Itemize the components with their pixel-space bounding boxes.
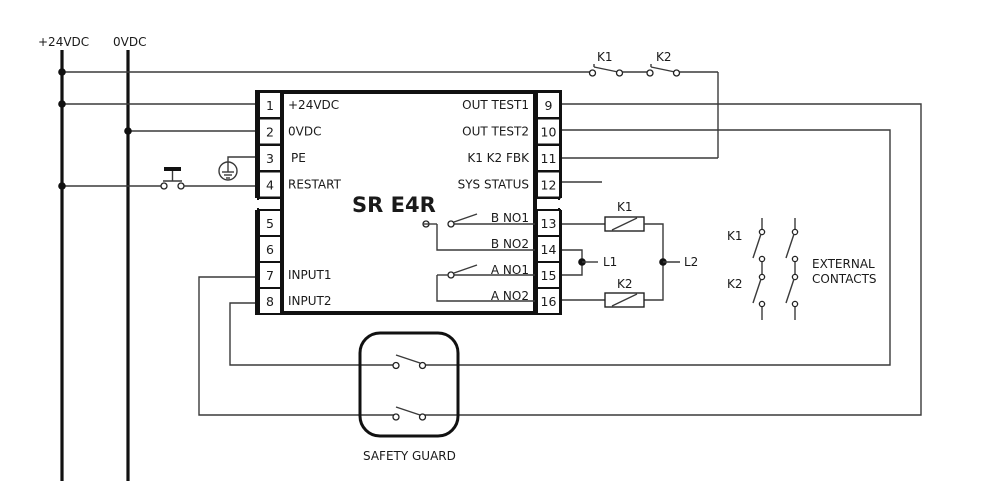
terminal-label: B NO2 xyxy=(491,237,529,251)
terminal-8 xyxy=(258,287,282,315)
terminal-16 xyxy=(536,287,561,315)
terminal-number: 13 xyxy=(541,216,557,231)
wire-out-test2 xyxy=(422,129,891,366)
terminal-number: 9 xyxy=(545,98,553,113)
terminal-number: 12 xyxy=(541,178,557,193)
terminal-label: RESTART xyxy=(288,178,342,192)
k2-contact-icon xyxy=(650,66,676,73)
junction-dot-icon xyxy=(124,127,132,135)
output-contact-b xyxy=(422,213,535,251)
external-contacts-line1: EXTERNAL xyxy=(812,257,875,271)
terminal-number: 5 xyxy=(266,216,274,231)
terminal-label: OUT TEST2 xyxy=(462,125,529,139)
terminal-label: SYS STATUS xyxy=(458,178,529,192)
wire-out-test1 xyxy=(422,103,922,416)
terminal-label: INPUT2 xyxy=(288,294,332,308)
terminal-label: INPUT1 xyxy=(288,268,332,282)
coil-wiring xyxy=(562,216,680,308)
l1-label: L1 xyxy=(603,255,617,269)
external-k1-label: K1 xyxy=(727,229,743,243)
contact-terminal-icon xyxy=(588,69,597,77)
feedback-loop xyxy=(58,64,719,159)
terminal-number: 3 xyxy=(266,151,274,166)
coil-k2-label: K2 xyxy=(617,277,633,291)
terminal-label: B NO1 xyxy=(491,211,529,225)
k1-contact-icon xyxy=(593,66,619,73)
terminal-number: 2 xyxy=(266,125,274,140)
ground-icon xyxy=(218,156,257,181)
terminal-label: A NO1 xyxy=(491,263,529,277)
junction-dot-icon xyxy=(58,68,66,76)
safety-guard-label: SAFETY GUARD xyxy=(363,449,456,463)
external-contacts-line2: CONTACTS xyxy=(812,272,877,286)
bus-label-0vdc: 0VDC xyxy=(113,35,146,49)
terminal-number: 15 xyxy=(541,268,557,283)
terminal-number: 16 xyxy=(541,294,557,309)
junction-dot-icon xyxy=(58,100,66,108)
external-contacts-icon xyxy=(752,218,799,320)
bus-label-24vdc: +24VDC xyxy=(38,35,89,49)
wire-input1 xyxy=(198,276,398,416)
guard-switch-1-icon xyxy=(392,354,427,370)
terminal-number: 14 xyxy=(541,242,557,257)
terminal-number: 10 xyxy=(541,125,557,140)
terminal-label: A NO2 xyxy=(491,289,529,303)
terminal-number: 7 xyxy=(266,268,274,283)
terminal-number: 6 xyxy=(266,242,274,257)
terminal-number: 11 xyxy=(541,151,557,166)
feedback-k1-label: K1 xyxy=(597,50,613,64)
terminal-label: OUT TEST1 xyxy=(462,98,529,112)
junction-dot-icon xyxy=(58,182,66,190)
terminal-number: 8 xyxy=(266,294,274,309)
terminal-12 xyxy=(536,170,561,199)
coil-k1-label: K1 xyxy=(617,200,633,214)
l2-label: L2 xyxy=(684,255,698,269)
feedback-k2-label: K2 xyxy=(656,50,672,64)
terminal-label: 0VDC xyxy=(288,125,321,139)
terminal-label: +24VDC xyxy=(288,98,339,112)
external-k2-label: K2 xyxy=(727,277,743,291)
safety-relay-module xyxy=(252,90,565,315)
terminal-number: 4 xyxy=(266,178,274,193)
terminal-number: 1 xyxy=(266,98,274,113)
terminal-label: PE xyxy=(291,151,306,165)
guard-switch-2-icon xyxy=(392,406,427,421)
pushbutton-icon[interactable] xyxy=(160,167,185,190)
safety-guard-enclosure xyxy=(358,331,460,438)
wire-input2 xyxy=(229,302,398,366)
output-contact-a xyxy=(436,264,535,302)
terminal-4 xyxy=(258,170,282,199)
device-title: SR E4R xyxy=(352,193,436,217)
terminal-label: K1 K2 FBK xyxy=(467,151,530,165)
